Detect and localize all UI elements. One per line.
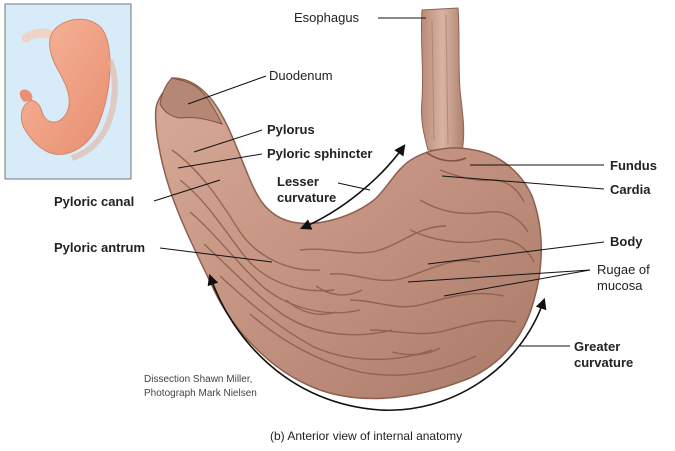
duodenum-stub bbox=[159, 77, 223, 125]
stomach-specimen bbox=[154, 7, 543, 400]
esophagus-tube bbox=[420, 7, 465, 153]
leader-cardia bbox=[441, 175, 605, 190]
label-greater-curvature-line1: Greater bbox=[574, 339, 620, 354]
greater-curvature-arrow bbox=[207, 273, 547, 411]
label-pyloric-sphincter: Pyloric sphincter bbox=[267, 146, 372, 161]
label-lesser-curvature-line2: curvature bbox=[277, 190, 336, 205]
leader-lines bbox=[153, 17, 605, 347]
stomach-wall bbox=[154, 77, 543, 400]
label-fundus: Fundus bbox=[610, 158, 657, 173]
figure-caption: (b) Anterior view of internal anatomy bbox=[270, 429, 462, 443]
labels: Esophagus Duodenum Pylorus Pyloric sphin… bbox=[54, 10, 657, 443]
leader-pyloric-sphincter bbox=[177, 153, 263, 169]
label-pyloric-canal: Pyloric canal bbox=[54, 194, 134, 209]
lesser-curvature-arrow bbox=[299, 144, 406, 230]
label-greater-curvature-line2: curvature bbox=[574, 355, 633, 370]
leader-rugae-a bbox=[407, 269, 591, 283]
inset-duodenum bbox=[19, 89, 33, 102]
label-pyloric-antrum: Pyloric antrum bbox=[54, 240, 145, 255]
credit-line2: Photograph Mark Nielsen bbox=[144, 388, 257, 399]
leader-pyloric-antrum bbox=[159, 247, 273, 263]
inset-thumbnail bbox=[4, 3, 132, 180]
label-pylorus: Pylorus bbox=[267, 122, 315, 137]
cardia-opening bbox=[425, 151, 467, 162]
leader-lesser-curvature bbox=[337, 182, 371, 191]
leader-body bbox=[427, 241, 605, 265]
label-cardia: Cardia bbox=[610, 182, 651, 197]
label-esophagus: Esophagus bbox=[294, 10, 360, 25]
leader-pylorus bbox=[193, 129, 263, 153]
leader-rugae-b bbox=[443, 269, 591, 297]
label-body: Body bbox=[610, 234, 643, 249]
label-rugae-line2: mucosa bbox=[597, 278, 643, 293]
label-lesser-curvature-line1: Lesser bbox=[277, 174, 319, 189]
label-duodenum: Duodenum bbox=[269, 68, 333, 83]
leader-pyloric-canal bbox=[153, 179, 221, 202]
leader-duodenum bbox=[187, 75, 267, 105]
credit-line1: Dissection Shawn Miller, bbox=[144, 374, 252, 385]
label-rugae-line1: Rugae of bbox=[597, 262, 650, 277]
